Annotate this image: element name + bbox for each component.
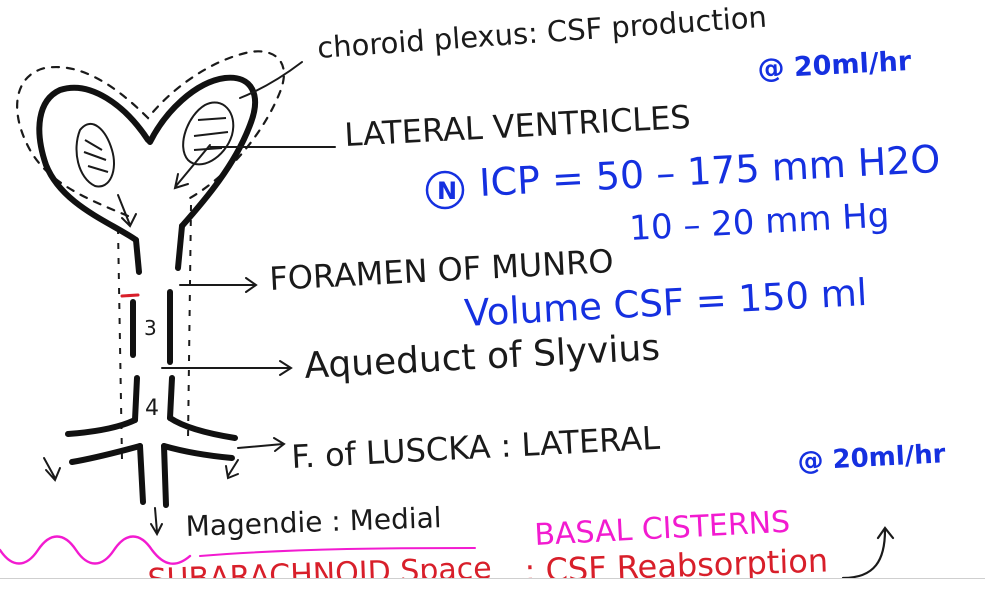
magendie-left <box>137 443 146 505</box>
luscka-lateral-label: F. of LUSCKA : LATERAL <box>290 419 660 476</box>
lateral-ventricles-label: LATERAL VENTRICLES <box>343 98 691 154</box>
magendie-down-arrow <box>150 507 163 537</box>
fourth-ventricle-number: 4 <box>145 396 159 421</box>
stem-right-upper <box>175 223 185 271</box>
aqueduct-arrow <box>161 360 293 376</box>
third-ventricle-number: 3 <box>144 316 157 340</box>
fourth-ventricle-left <box>132 375 140 423</box>
luscka-arrow <box>237 437 286 452</box>
luschka-right-branch <box>167 415 238 441</box>
stem-dashed-right <box>187 204 192 441</box>
magendie-right <box>161 443 169 508</box>
luschka-left-branch <box>65 417 138 437</box>
reabsorption-up-arrow <box>841 526 895 580</box>
luschka-left-lower <box>69 443 143 465</box>
absorption-rate-label: @ 20ml/hr <box>797 439 947 477</box>
choroid-plexus-right <box>182 101 235 166</box>
magendie-medial-label: Magendie : Medial <box>185 501 442 543</box>
magenta-underline <box>199 547 476 557</box>
luschka-right-lower <box>161 443 235 461</box>
choroid-pointer-line <box>239 61 303 99</box>
subarachnoid-wave <box>0 535 192 565</box>
production-rate-label: @ 20ml/hr <box>757 46 913 85</box>
left-ventricle-arrow <box>117 194 137 228</box>
aqueduct-sylvius-label: Aqueduct of Slyvius <box>303 327 661 387</box>
icp-mercury-label: 10 – 20 mm Hg <box>628 195 890 249</box>
munro-arrow <box>179 277 258 293</box>
left-down-arrow <box>43 457 61 482</box>
normal-badge-label: N <box>437 177 457 205</box>
choroid-plexus-left <box>75 122 115 188</box>
normal-badge-circle <box>425 170 465 210</box>
icp-water-label: ICP = 50 – 175 mm H2O <box>478 137 941 205</box>
bottom-edge-bar <box>0 578 985 595</box>
red-mark <box>120 293 140 298</box>
choroid-plexus-label: choroid plexus: CSF production <box>316 0 768 65</box>
right-down-arrow <box>225 459 239 480</box>
lateral-ventricle-dashed-outline <box>16 50 286 218</box>
fourth-ventricle-right <box>167 375 175 421</box>
right-ventricle-arrow <box>173 144 211 190</box>
stem-left-upper <box>133 237 142 275</box>
left-lateral-ventricle <box>36 84 151 243</box>
